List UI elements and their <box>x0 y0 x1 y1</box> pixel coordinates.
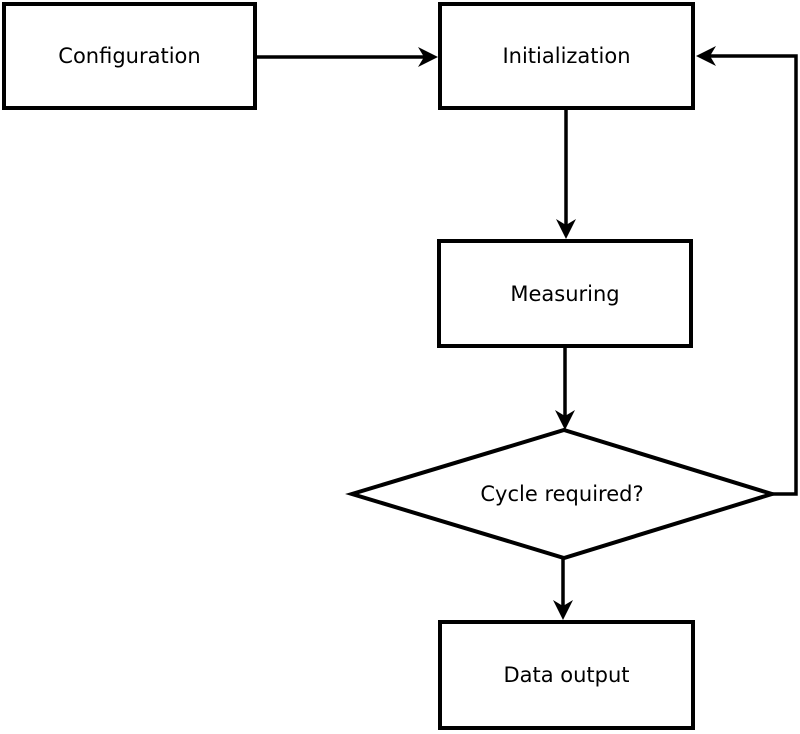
edge-measuring-to-decision <box>555 348 575 430</box>
arrowhead-left-icon <box>696 46 716 66</box>
node-initialization-label: Initialization <box>502 44 631 68</box>
node-data-output-label: Data output <box>503 663 630 687</box>
edge-configuration-to-initialization <box>256 47 438 67</box>
arrowhead-down-icon <box>555 410 575 430</box>
node-data-output: Data output <box>438 620 695 730</box>
arrowhead-right-icon <box>418 47 438 67</box>
node-measuring-label: Measuring <box>510 281 620 306</box>
edge-decision-to-initialization <box>696 46 798 496</box>
node-initialization: Initialization <box>438 2 695 110</box>
node-measuring: Measuring <box>437 239 693 348</box>
edge-initialization-to-measuring <box>556 110 576 239</box>
node-configuration: Configuration <box>2 2 257 110</box>
decision-diamond-shape <box>345 427 779 561</box>
node-configuration-label: Configuration <box>58 44 201 68</box>
edge-decision-to-data-output <box>553 558 573 620</box>
arrowhead-down-icon <box>556 219 576 239</box>
arrowhead-down-icon <box>553 600 573 620</box>
